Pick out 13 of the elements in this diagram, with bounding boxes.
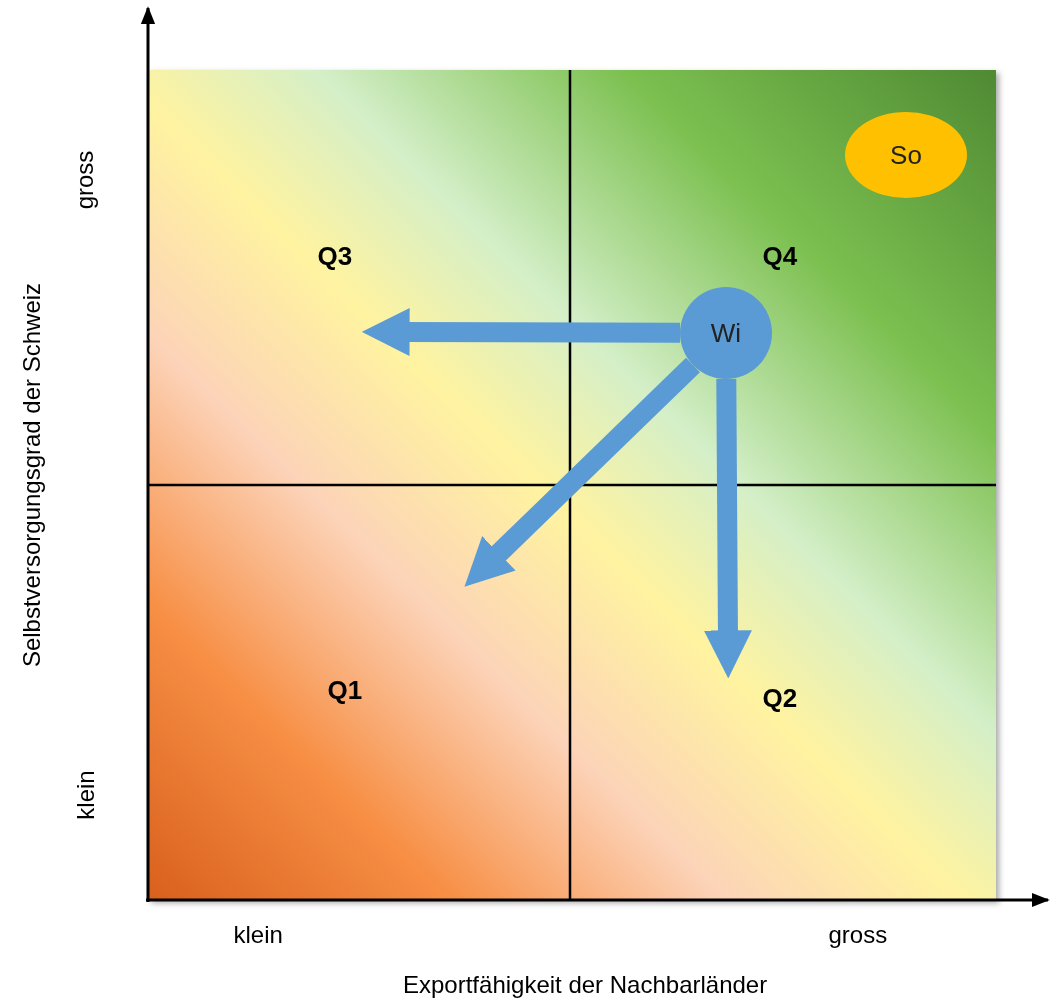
quadrant-label: Q2 [762,682,798,714]
axis-level-label: gross [828,921,888,949]
x-axis-title: Exportfähigkeit der Nachbarländer [403,971,768,999]
y-axis-title: Selbstversorgungsgrad der Schweiz [18,282,47,668]
quadrant-label: Q3 [317,240,353,272]
axis-level-label: klein [71,770,100,820]
arrow [361,308,681,357]
quadrant-label: Q1 [327,674,363,706]
arrow [464,357,700,587]
quadrant-label: Q4 [762,240,798,272]
axis-level-label: klein [233,921,283,949]
axis-level-label: gross [70,150,99,210]
arrow [703,378,752,679]
